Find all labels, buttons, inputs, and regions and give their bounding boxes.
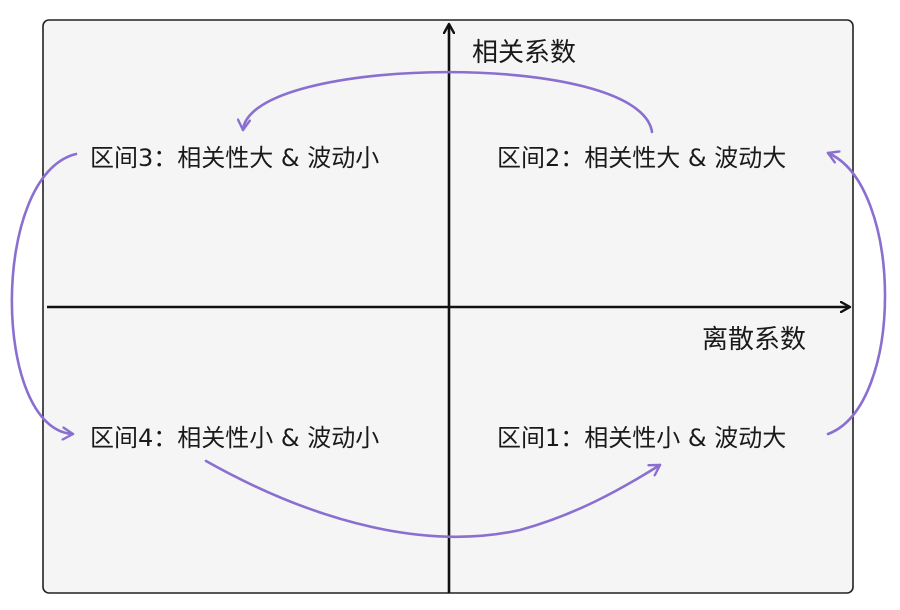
arrow-region1-to-region2 <box>826 153 887 436</box>
region-1-label: 区间1：相关性小 & 波动大 <box>497 424 786 452</box>
arrow-region2-to-region3 <box>243 70 654 134</box>
region-4-label: 区间4：相关性小 & 波动小 <box>90 424 379 452</box>
arrow-region3-to-region4 <box>10 152 78 434</box>
arrow-region4-to-region1 <box>204 459 662 539</box>
region-3-label: 区间3：相关性大 & 波动小 <box>90 144 379 172</box>
region-2-label: 区间2：相关性大 & 波动大 <box>497 144 786 172</box>
x-axis-label: 离散系数 <box>702 325 806 355</box>
y-axis-label: 相关系数 <box>472 38 576 68</box>
